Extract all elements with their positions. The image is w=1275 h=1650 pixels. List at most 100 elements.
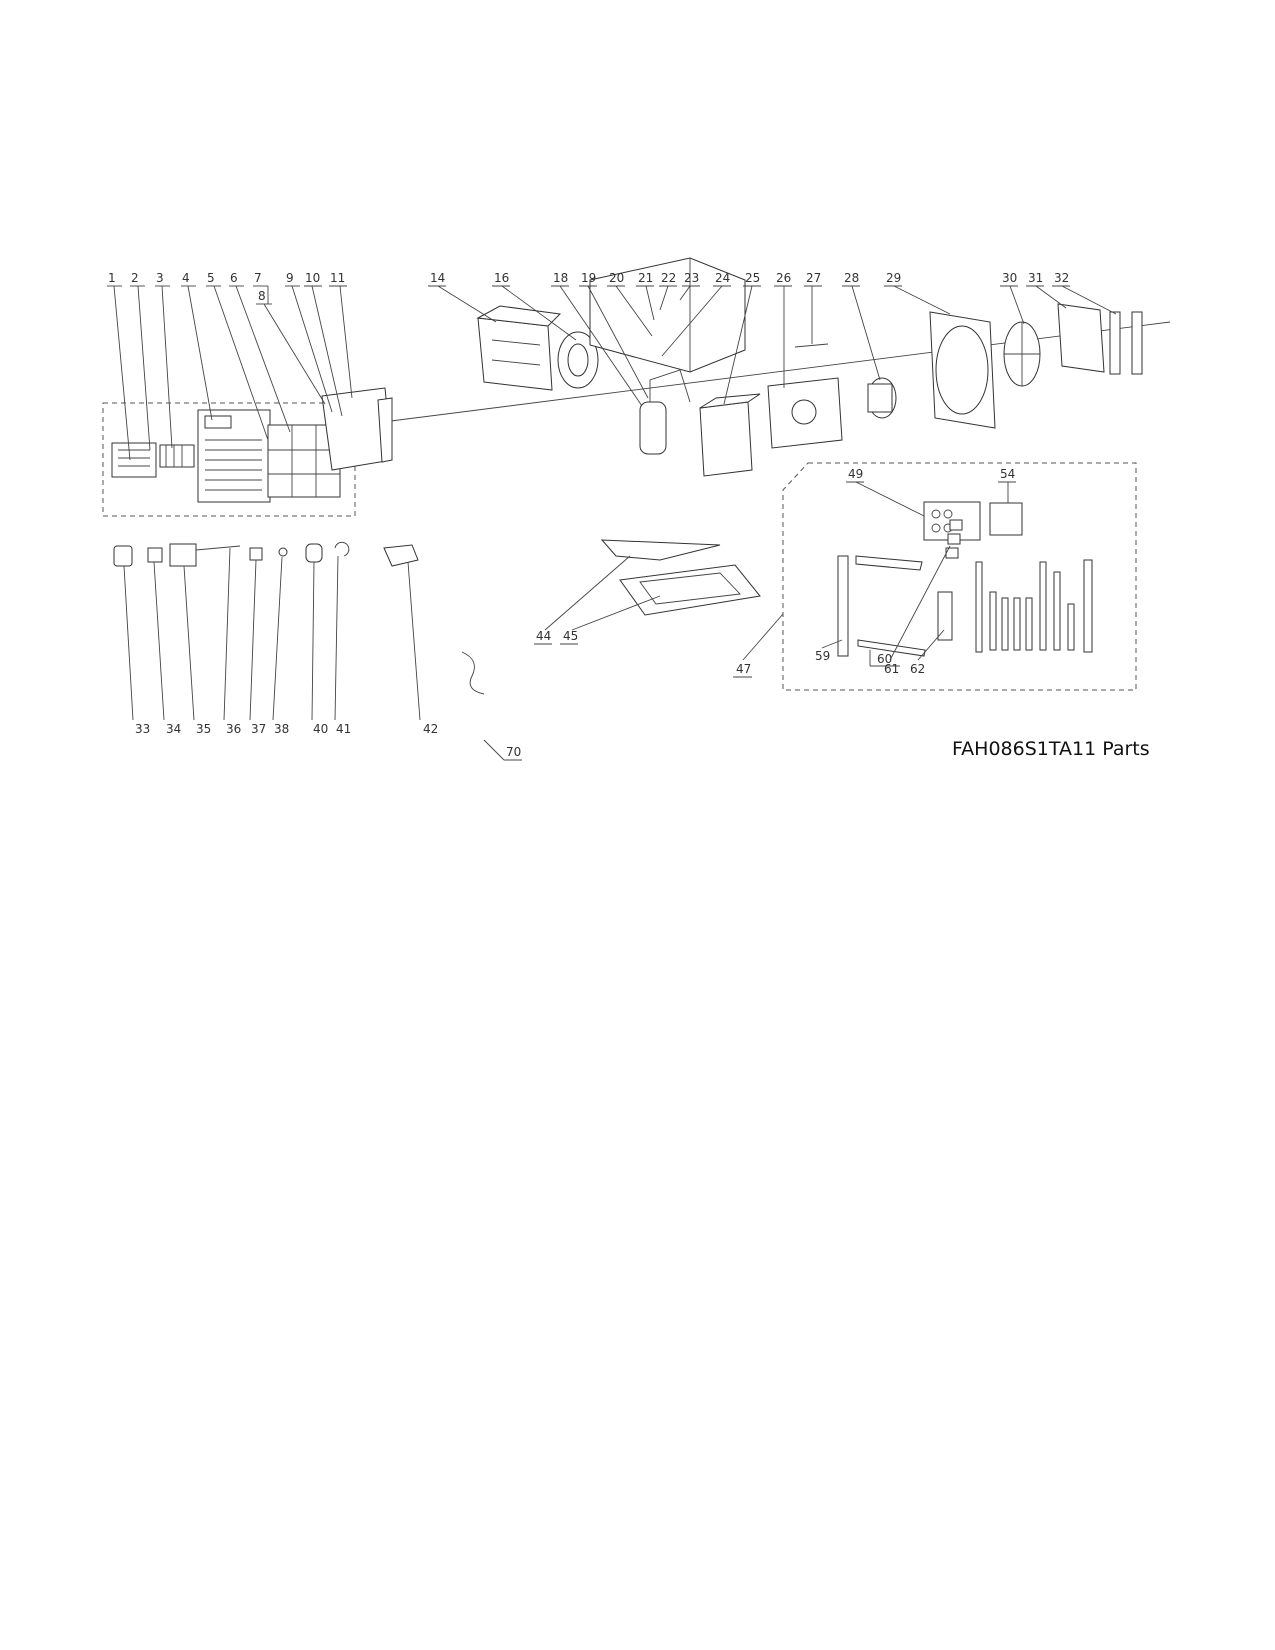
callout-label-34: 34: [153, 561, 181, 736]
part-45-base-pan: [619, 564, 761, 616]
callout-label-36: 36: [223, 547, 241, 736]
svg-text:19: 19: [581, 271, 596, 285]
svg-text:23: 23: [684, 271, 699, 285]
callout-label-33: 33: [123, 565, 150, 736]
callout-label-29: 29: [884, 271, 951, 315]
part-29-condenser-fan-shroud: [929, 311, 996, 429]
svg-text:36: 36: [226, 722, 241, 736]
callout-label-27: 27: [804, 271, 822, 344]
callout-label-41: 41: [334, 555, 351, 736]
part-32-rear-grille: [1109, 311, 1143, 375]
svg-text:32: 32: [1054, 271, 1069, 285]
callout-label-40: 40: [311, 561, 328, 736]
svg-text:5: 5: [207, 271, 215, 285]
svg-text:8: 8: [258, 289, 266, 303]
svg-text:7: 7: [254, 271, 262, 285]
svg-text:49: 49: [848, 467, 863, 481]
svg-text:59: 59: [815, 649, 830, 663]
svg-text:20: 20: [609, 271, 624, 285]
svg-text:61: 61: [884, 662, 899, 676]
part-18-compressor: [639, 369, 691, 455]
kit-group-box: [782, 462, 1137, 691]
part-60-window-rail: [855, 555, 926, 657]
svg-text:54: 54: [1000, 467, 1015, 481]
callout-label-49: 49: [846, 467, 925, 517]
part-38-screw: [278, 547, 288, 557]
part-59-side-curtain: [837, 555, 849, 657]
part-62-foam-seal: [937, 591, 953, 641]
callout-label-22: 22: [659, 271, 677, 311]
svg-text:24: 24: [715, 271, 730, 285]
part-24-condenser-shroud: [699, 393, 761, 477]
svg-text:3: 3: [156, 271, 164, 285]
svg-text:70: 70: [506, 745, 521, 759]
part-26-partition-panel: [767, 377, 843, 449]
part-1-grille-insert: [111, 442, 157, 478]
svg-text:18: 18: [553, 271, 568, 285]
svg-text:34: 34: [166, 722, 181, 736]
callout-label-62: 62: [910, 629, 945, 676]
svg-text:42: 42: [423, 722, 438, 736]
callout-label-23: 23: [679, 271, 700, 301]
callout-label-10: 10: [304, 271, 343, 417]
part-34-label: [147, 547, 163, 563]
part-28-fan-motor: [867, 377, 897, 419]
callout-label-44: 44: [534, 555, 631, 645]
part-16-blower-wheel: [557, 331, 599, 389]
svg-text:9: 9: [286, 271, 294, 285]
svg-text:28: 28: [844, 271, 859, 285]
svg-text:21: 21: [638, 271, 653, 285]
callout-label-32: 32: [1052, 271, 1117, 315]
callout-label-31: 31: [1026, 271, 1067, 309]
callout-label-61: 61: [884, 545, 951, 676]
svg-text:37: 37: [251, 722, 266, 736]
svg-text:60: 60: [877, 652, 892, 666]
svg-text:30: 30: [1002, 271, 1017, 285]
svg-text:44: 44: [536, 629, 551, 643]
part-30-condenser-fan: [1003, 321, 1041, 387]
callout-label-16: 16: [492, 271, 577, 341]
svg-text:29: 29: [886, 271, 901, 285]
callout-label-59: 59: [815, 639, 843, 663]
callout-label-18: 18: [551, 271, 643, 407]
callout-label-7: 7: [253, 271, 269, 304]
svg-text:26: 26: [776, 271, 791, 285]
part-23-cabinet-top: [589, 257, 746, 373]
svg-text:4: 4: [182, 271, 190, 285]
part-70-wire-harness: [461, 651, 485, 695]
svg-text:11: 11: [330, 271, 345, 285]
part-54-manual: [989, 502, 1023, 536]
callout-label-45: 45: [560, 595, 661, 645]
callout-label-60: 60: [869, 650, 900, 667]
svg-text:62: 62: [910, 662, 925, 676]
part-4-front-panel: [197, 409, 271, 503]
callout-label-19: 19: [579, 271, 649, 399]
svg-text:1: 1: [108, 271, 116, 285]
callout-label-70: 70: [483, 739, 522, 761]
callout-label-5: 5: [206, 271, 269, 441]
part-33-control-knob: [113, 545, 133, 567]
callout-label-26: 26: [774, 271, 792, 388]
svg-text:22: 22: [661, 271, 676, 285]
callout-label-11: 11: [329, 271, 353, 399]
diagram-caption: FAH086S1TA11 Parts: [952, 738, 1150, 760]
svg-text:40: 40: [313, 722, 328, 736]
svg-text:33: 33: [135, 722, 150, 736]
callout-label-38: 38: [272, 556, 289, 736]
svg-text:27: 27: [806, 271, 821, 285]
callout-label-28: 28: [842, 271, 881, 381]
svg-text:16: 16: [494, 271, 509, 285]
callout-label-37: 37: [249, 559, 266, 736]
part-40-capacitor: [305, 543, 323, 563]
part-3-louver: [159, 444, 195, 468]
callout-label-20: 20: [607, 271, 653, 337]
part-44-drain-pan-cover: [600, 539, 721, 561]
part-41-clamp: [334, 541, 350, 557]
svg-text:35: 35: [196, 722, 211, 736]
callout-label-42: 42: [407, 561, 438, 736]
callout-label-1: 1: [107, 271, 131, 461]
callout-label-35: 35: [183, 565, 211, 736]
callout-label-14: 14: [428, 271, 497, 323]
kit-seal-strips: [975, 559, 1093, 653]
svg-text:31: 31: [1028, 271, 1043, 285]
